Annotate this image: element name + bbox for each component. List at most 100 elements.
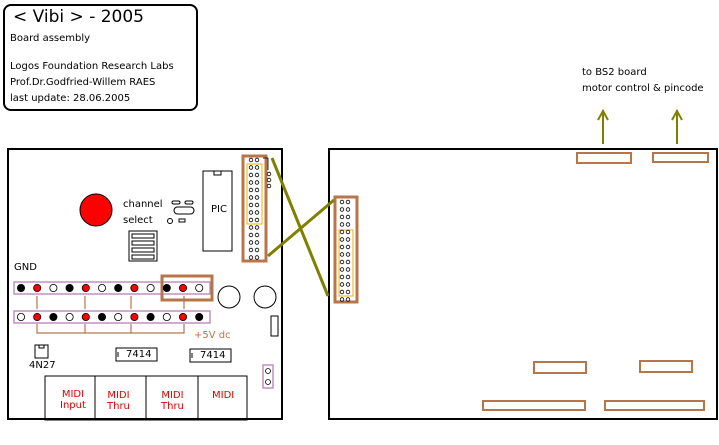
pin-red (130, 283, 139, 292)
midi-input-port: MIDI Input (60, 389, 86, 411)
ic-7414-2 (189, 348, 232, 363)
header-pin (345, 237, 351, 242)
pin-white (65, 312, 74, 321)
midi-port-sublabel: Input (60, 400, 86, 411)
midi-ports (44, 375, 248, 421)
header-pin (254, 202, 260, 208)
pin-red (178, 283, 187, 292)
header-pin (339, 297, 345, 302)
pin-white (162, 312, 171, 321)
midi-thru-port-2: MIDI Thru (161, 390, 184, 412)
header-pin (248, 195, 254, 200)
pin-white (49, 283, 58, 292)
pin-white (195, 283, 204, 292)
header-pin (254, 255, 260, 260)
header-pin (339, 207, 345, 212)
header-pin (345, 289, 351, 295)
channel-select-button (79, 193, 113, 227)
arrow-up-icon (597, 108, 609, 144)
header-pin (345, 199, 351, 205)
pin-white (114, 312, 123, 321)
pic-label: PIC (211, 204, 227, 215)
header-pin (248, 187, 254, 193)
pic-chip (202, 170, 233, 252)
pin-black (114, 283, 123, 292)
connector-mid-2 (639, 360, 693, 373)
pin-black (146, 312, 155, 321)
header-pin (254, 225, 260, 230)
header-pin (254, 247, 260, 253)
header-pin (345, 229, 351, 235)
last-update: last update: 28.06.2005 (10, 93, 131, 104)
header-pin (339, 222, 345, 227)
header-pin (339, 237, 345, 242)
author: Prof.Dr.Godfried-Willem RAES (10, 77, 156, 88)
header-pin (339, 214, 345, 220)
header-pin (248, 157, 254, 163)
capacitor-1 (217, 285, 241, 309)
ic2-label: 7414 (200, 350, 226, 361)
bs2-annotation-line2: motor control & pincode (582, 83, 704, 94)
crystal (167, 200, 195, 224)
header-pin (339, 229, 345, 235)
header-pin (339, 289, 345, 295)
header-pin (254, 195, 260, 200)
pin-red (33, 312, 42, 321)
header-pin (345, 282, 351, 287)
gnd-label: GND (14, 262, 37, 273)
ic1-label: 7414 (126, 349, 152, 360)
header-pin (248, 255, 254, 260)
left-board (7, 148, 283, 420)
pin-black (65, 283, 74, 292)
header-pin (248, 165, 254, 170)
pin-strip-bottom (13, 310, 211, 324)
header-pin (254, 240, 260, 245)
select-label: select (123, 215, 153, 226)
header-pin (345, 252, 351, 257)
pin-black (16, 283, 25, 292)
ic-7414-1 (115, 347, 158, 362)
two-pin-header (262, 364, 274, 389)
optocoupler-label: 4N27 (29, 360, 56, 371)
pin-white (146, 283, 155, 292)
diagram-title: < Vibi > - 2005 (13, 7, 144, 27)
connector-mid-1 (533, 361, 587, 374)
power-label: +5V dc (194, 330, 231, 341)
midi-port-sublabel: Thru (107, 401, 130, 412)
pin-red (81, 312, 90, 321)
bs2-annotation-line1: to BS2 board (582, 67, 647, 78)
left-header-connector (241, 154, 272, 263)
capacitor-2 (253, 285, 277, 309)
header-pin (254, 157, 260, 163)
midi-out-port: MIDI (212, 390, 234, 401)
header-pin (248, 180, 254, 185)
header-pin (345, 297, 351, 302)
header-pin (248, 202, 254, 208)
header-pin (248, 240, 254, 245)
header-pin (345, 267, 351, 272)
header-pin (248, 217, 254, 223)
header-pin (339, 244, 345, 250)
regulator (270, 315, 279, 337)
right-board (328, 148, 718, 420)
header-pin (248, 210, 254, 215)
optocoupler-4n27 (34, 344, 49, 359)
midi-thru-port-1: MIDI Thru (107, 390, 130, 412)
pin-strip-top (13, 281, 211, 295)
midi-port-label: MIDI (212, 390, 235, 401)
pin-red (81, 283, 90, 292)
header-pin (339, 199, 345, 205)
header-pin (254, 217, 260, 223)
header-pin (345, 222, 351, 227)
pin-white (16, 312, 25, 321)
header-pin (248, 225, 254, 230)
header-pin (248, 172, 254, 178)
header-pin (248, 232, 254, 238)
header-pin (345, 259, 351, 265)
header-pin (345, 244, 351, 250)
header-pin (254, 232, 260, 238)
header-pin (339, 252, 345, 257)
pin-red (33, 283, 42, 292)
diagram-subtitle: Board assembly (10, 33, 91, 44)
wire-2 (267, 198, 335, 258)
